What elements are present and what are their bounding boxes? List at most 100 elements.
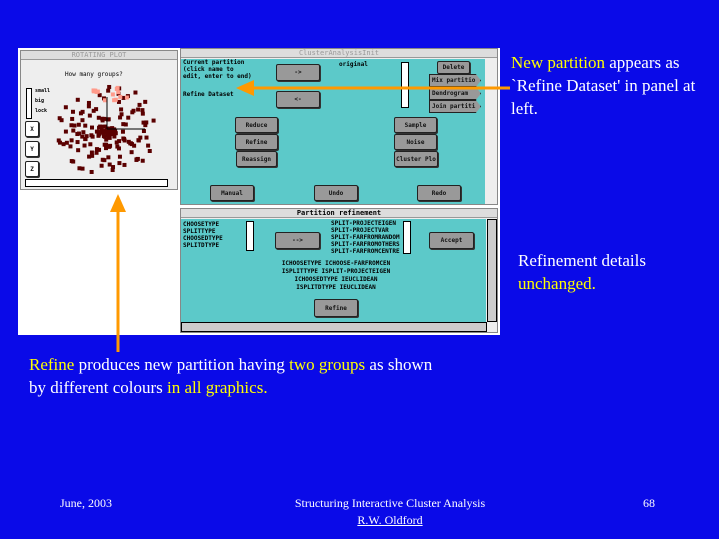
point-group-1 [89, 169, 94, 174]
point-group-1 [70, 109, 75, 114]
list-item[interactable]: SPLITDTYPE [183, 242, 220, 249]
point-group-1 [119, 107, 124, 112]
current-partition-label: Current partition (click name to edit, e… [183, 59, 252, 80]
point-group-1 [140, 158, 145, 163]
apply-arrow-button[interactable]: --> [275, 232, 320, 249]
point-group-1 [87, 113, 92, 118]
point-group-1 [109, 129, 114, 134]
point-group-1 [137, 102, 142, 107]
point-group-1 [104, 146, 109, 151]
cluster-panel: Current partition (click name to edit, e… [181, 59, 485, 204]
move-right-button[interactable]: -> [276, 64, 320, 81]
list-item[interactable]: CHOOSEDTYPE [183, 235, 223, 242]
window-title: Partition refinement [181, 209, 497, 218]
point-group-1 [140, 108, 145, 113]
slider-label: big [35, 98, 45, 104]
point-group-1 [136, 138, 141, 143]
list-item[interactable]: SPLIT-FARFROMOTHERS [331, 241, 400, 248]
point-group-1 [133, 90, 138, 95]
point-group-1 [111, 165, 116, 170]
plot-question: How many groups? [65, 71, 123, 78]
page-number: 68 [643, 496, 655, 510]
point-group-1 [84, 134, 89, 139]
undo-button[interactable]: Undo [314, 185, 358, 201]
list-item[interactable]: SPLIT-FARFROMCENTRE [331, 248, 400, 255]
point-group-1 [70, 116, 75, 121]
noise-button[interactable]: Noise [394, 134, 437, 150]
point-group-1 [105, 117, 110, 122]
delete-button[interactable]: Delete [437, 61, 470, 74]
list-item[interactable]: SPLIT-FARFROMRANDOM [331, 234, 400, 241]
speed-slider[interactable]: small big lock [26, 88, 50, 119]
point-group-1 [98, 124, 103, 129]
left-list-scrollbar[interactable] [246, 221, 254, 251]
point-group-1 [151, 118, 156, 123]
left-type-list[interactable]: CHOOSETYPE SPLITTYPE CHOOSEDTYPE SPLITDT… [183, 221, 223, 249]
point-group-1 [76, 122, 81, 127]
point-group-1 [97, 147, 102, 152]
point-group-1 [86, 104, 91, 109]
annotation-new-partition: New partition appears as `Refine Dataset… [511, 51, 716, 120]
arrow-to-partition [236, 80, 510, 96]
z-axis-button[interactable]: Z [25, 161, 39, 177]
y-axis-button[interactable]: Y [25, 141, 39, 157]
point-group-1 [94, 107, 99, 112]
embedded-screenshot: ROTATING PLOT How many groups? small big… [18, 48, 500, 335]
refine-button[interactable]: Refine [235, 134, 278, 150]
point-group-1 [97, 130, 102, 135]
footer-date: June, 2003 [60, 496, 112, 510]
point-group-1 [77, 166, 82, 171]
tab-join-partition[interactable]: Join partiti [429, 100, 481, 113]
point-group-1 [100, 157, 105, 162]
point-group-1 [94, 147, 99, 152]
setting-line: ISPLITDTYPE IEUCLIDEAN [296, 284, 376, 291]
annotation-segment: Refine [29, 355, 75, 374]
horizontal-scrollbar[interactable] [181, 322, 487, 332]
refine-panel: CHOOSETYPE SPLITTYPE CHOOSEDTYPE SPLITDT… [181, 219, 486, 322]
point-group-1 [101, 129, 106, 134]
point-group-2 [110, 92, 115, 97]
point-group-1 [141, 129, 146, 134]
partition-item-refine-dataset[interactable]: Refine Dataset [183, 91, 234, 98]
point-group-1 [106, 134, 111, 139]
point-group-1 [94, 150, 99, 155]
x-axis-button[interactable]: X [25, 121, 39, 137]
point-group-1 [122, 138, 127, 143]
right-method-list[interactable]: SPLIT-PROJECTEIGEN SPLIT-PROJECTVAR SPLI… [331, 220, 400, 255]
right-list-scrollbar[interactable] [403, 221, 411, 254]
point-group-2 [94, 89, 99, 94]
manual-button[interactable]: Manual [210, 185, 254, 201]
list-item[interactable]: SPLIT-PROJECTEIGEN [331, 220, 397, 227]
list-item[interactable]: SPLITTYPE [183, 228, 216, 235]
scatter-plot[interactable] [51, 79, 171, 177]
list-item[interactable]: CHOOSETYPE [183, 221, 220, 228]
point-group-1 [110, 168, 115, 173]
sample-button[interactable]: Sample [394, 117, 437, 133]
redo-button[interactable]: Redo [417, 185, 461, 201]
cluster-plot-button[interactable]: Cluster Plo [394, 151, 438, 167]
reassign-button[interactable]: Reassign [236, 151, 277, 167]
point-group-1 [88, 142, 93, 147]
point-group-1 [117, 161, 122, 166]
point-group-1 [143, 123, 148, 128]
plot-scrollbar[interactable] [25, 179, 168, 187]
accept-button[interactable]: Accept [429, 232, 474, 249]
reduce-button[interactable]: Reduce [235, 117, 278, 133]
partition-original[interactable]: original [339, 61, 368, 68]
point-group-1 [69, 138, 74, 143]
refine-apply-button[interactable]: Refine [314, 299, 358, 317]
point-group-1 [144, 120, 149, 125]
point-group-2 [124, 95, 129, 100]
partition-scrollbar[interactable] [401, 62, 409, 108]
annotation-segment: two groups [289, 355, 366, 374]
move-left-button[interactable]: <- [276, 91, 320, 108]
point-group-1 [120, 129, 125, 134]
point-group-1 [108, 132, 113, 137]
vertical-scrollbar[interactable] [487, 219, 497, 322]
point-group-1 [112, 131, 117, 136]
point-group-1 [104, 127, 109, 132]
list-item[interactable]: SPLIT-PROJECTVAR [331, 227, 389, 234]
point-group-1 [132, 143, 137, 148]
annotation-segment: produces new partition having [74, 355, 290, 374]
